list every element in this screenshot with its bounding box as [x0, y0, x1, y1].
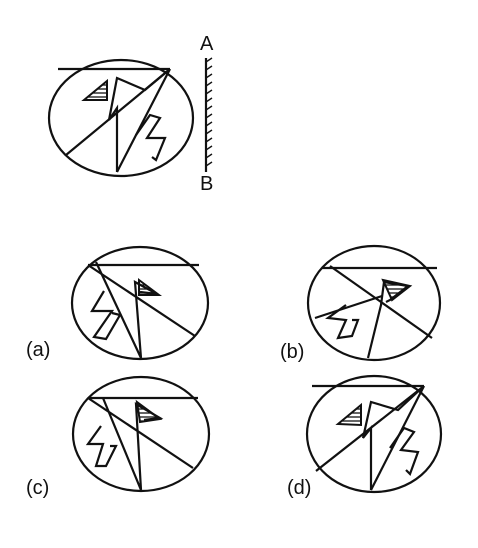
option-c-hatched-flag	[135, 399, 163, 424]
mirror-ab: A B	[200, 33, 214, 195]
option-c-circle	[71, 375, 211, 493]
option-c-zigzag	[85, 425, 118, 468]
question-flag-line	[107, 68, 171, 172]
option-d-flag-line	[361, 385, 425, 490]
option-c: (c)	[26, 375, 211, 499]
option-d-zigzag	[389, 426, 420, 476]
option-d-circle	[305, 374, 443, 494]
mirror-hatching	[205, 57, 213, 167]
question-circle	[47, 58, 195, 178]
option-a-hatched-flag	[138, 278, 162, 296]
mirror-label-a: A	[200, 33, 214, 55]
mirror-label-b: B	[200, 173, 213, 195]
option-a-label: (a)	[26, 339, 50, 361]
option-a-diagonal-line	[87, 264, 196, 337]
question-zigzag	[135, 113, 167, 162]
option-c-label: (c)	[26, 477, 49, 499]
option-a-circle	[70, 245, 210, 361]
option-b-label: (b)	[280, 341, 304, 363]
option-d: (d)	[287, 374, 443, 499]
option-d-label: (d)	[287, 477, 311, 499]
option-a: (a)	[26, 245, 210, 361]
question-figure	[47, 58, 195, 178]
option-b-inner-line	[314, 294, 383, 320]
question-hatched-flag	[81, 78, 108, 101]
option-d-hatched-flag	[335, 402, 362, 427]
option-b: (b)	[280, 244, 442, 363]
option-b-hatched-flag	[381, 278, 413, 302]
option-c-inner-line	[101, 397, 143, 491]
option-b-zigzag	[325, 304, 360, 340]
question-inner-line	[116, 68, 171, 173]
option-a-inner-line	[95, 261, 142, 359]
option-b-circle	[306, 244, 442, 362]
option-c-diagonal-line	[87, 397, 194, 469]
option-a-zigzag	[90, 290, 122, 341]
